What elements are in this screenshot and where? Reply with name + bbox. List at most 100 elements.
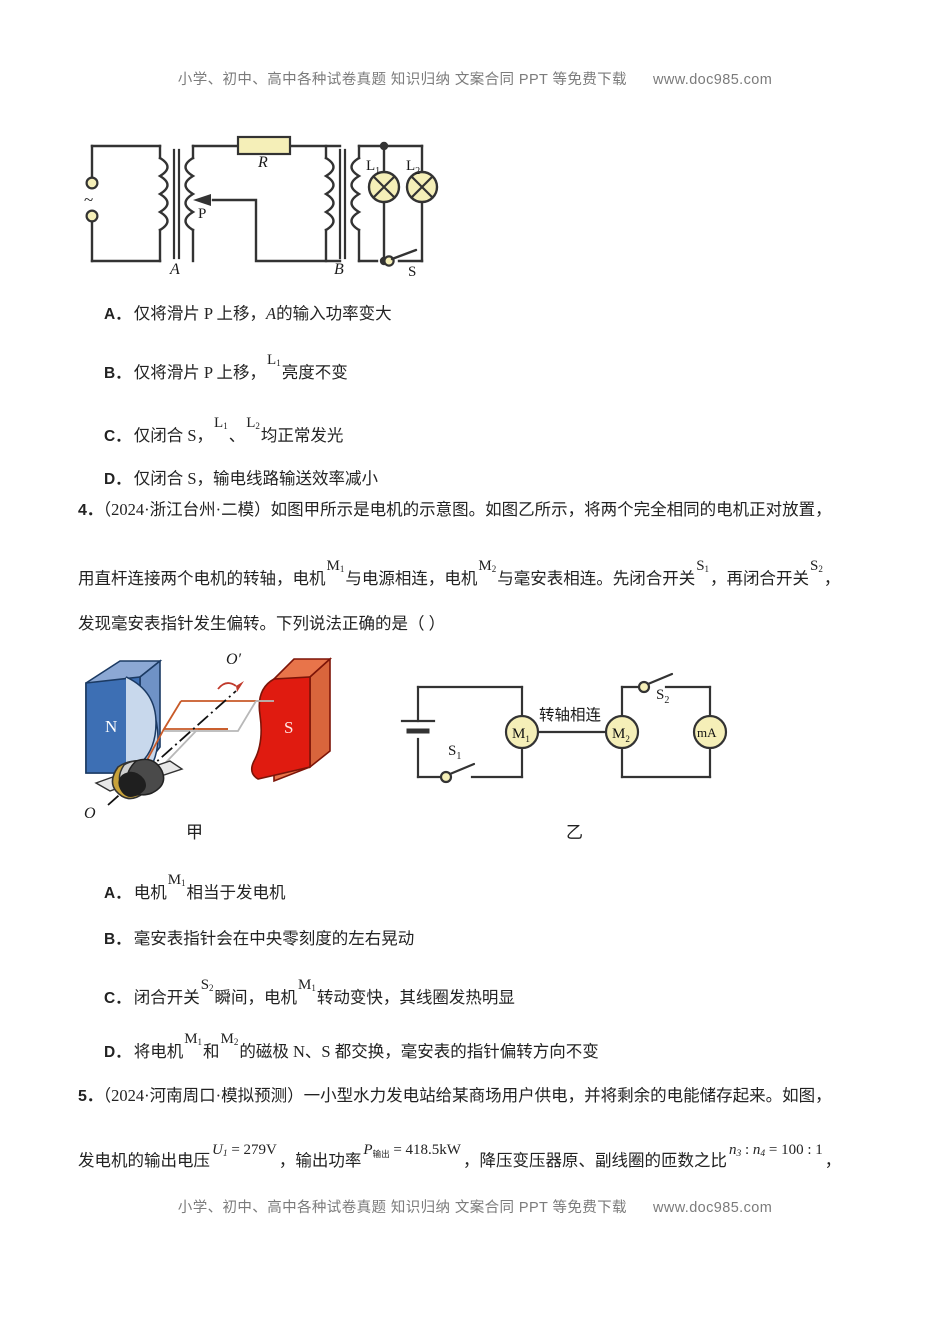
q4-option-a: A．电机M1相当于发电机 [104, 872, 286, 903]
q4-option-c-mid: 瞬间，电机 [214, 988, 298, 1007]
milliammeter-symbol: mA [692, 714, 728, 750]
q3-option-c-sup1: L1 [214, 415, 228, 431]
q3-option-b: B．仅将滑片 P 上移，L1亮度不变 [104, 352, 348, 383]
q3-option-b-pre: 仅将滑片 P 上移， [133, 363, 267, 382]
q4-option-b-pre: 毫安表指针会在中央零刻度的左右晃动 [133, 929, 415, 948]
q3-option-c-mid: 、 [228, 426, 246, 445]
figure-caption-yi: 乙 [566, 823, 583, 842]
q4-option-d-sup2: M2 [220, 1031, 239, 1047]
q4-option-c-sup2: M1 [298, 977, 316, 993]
q4-option-d-label: D． [104, 1044, 131, 1061]
q4-option-d-mid: 和 [203, 1042, 220, 1061]
q4-option-c-label: C． [104, 990, 131, 1007]
lamp-l2-label: L2 [406, 158, 421, 177]
motor-m2-symbol: M2 [604, 714, 640, 750]
q3-option-c-label: C． [104, 428, 131, 445]
milliammeter-text: mA [697, 725, 717, 740]
q5-line-1-text: （2024·河南周口·模拟预测）一小型水力发电站给某商场用户供电，并将剩余的电能… [102, 1086, 832, 1105]
transformer-circuit-figure: ~ A B R P L1 L2 S [78, 128, 439, 288]
q4-option-a-post: 相当于发电机 [186, 883, 286, 902]
q4-option-b: B．毫安表指针会在中央零刻度的左右晃动 [104, 925, 414, 949]
lamp-l2-symbol [405, 170, 439, 204]
q5-l2-c: ，降压变压器原、副线圈的匝数之比 [462, 1151, 727, 1170]
q5-l2-d: ， [824, 1151, 842, 1170]
q4-line-2: 用直杆连接两个电机的转轴，电机M1与电源相连，电机M2与毫安表相连。先闭合开关S… [78, 556, 878, 591]
ac-terminal-bottom [85, 209, 99, 223]
q3-option-a-mi: A [266, 304, 277, 323]
q4-option-b-label: B． [104, 931, 131, 948]
q4-option-a-sup: M1 [167, 872, 186, 888]
switch-s1-label: S1 [448, 743, 462, 762]
q4-l2-e: ， [823, 569, 841, 588]
q3-option-d: D．仅闭合 S，输电线路输送效率减小 [104, 465, 378, 489]
ac-source-label: ~ [84, 190, 94, 209]
magnet-north: N [85, 659, 163, 776]
watermark-text: 小学、初中、高中各种试卷真题 知识归纳 文案合同 PPT 等免费下载 [177, 72, 627, 88]
slider-arrow [193, 194, 211, 206]
footer-watermark-url: www.doc985.com [652, 1200, 773, 1216]
q3-option-b-post: 亮度不变 [281, 363, 348, 382]
footer-watermark: 小学、初中、高中各种试卷真题 知识归纳 文案合同 PPT 等免费下载 www.do… [0, 1196, 950, 1217]
q4-m1: M1 [326, 558, 345, 574]
q4-option-d-post: 的磁极 N、S 都交换，毫安表的指针偏转方向不变 [239, 1042, 599, 1061]
magnet-south: S [250, 657, 333, 783]
junction-dot-top [379, 141, 389, 151]
q5-number: 5． [78, 1088, 103, 1105]
q4-l2-b: 与电源相连，电机 [345, 569, 478, 588]
q3-option-c-post: 均正常发光 [260, 426, 344, 445]
q3-option-d-label: D． [104, 471, 131, 488]
q5-eq-power: P输出 = 418.5kW [363, 1142, 461, 1159]
q4-l2-c: 与毫安表相连。先闭合开关 [497, 569, 696, 588]
lamp-l1-symbol [367, 170, 401, 204]
q3-option-c-pre: 仅闭合 S， [133, 426, 214, 445]
q4-option-c-pre: 闭合开关 [133, 988, 200, 1007]
switch-s2-symbol [637, 672, 674, 694]
q5-l2-b: ，输出功率 [278, 1151, 362, 1170]
pole-s-text: S [284, 718, 293, 737]
q4-line-3-text: 发现毫安表指针发生偏转。下列说法正确的是（ ） [78, 614, 446, 633]
ac-terminal-top [85, 176, 99, 190]
q4-option-a-label: A． [104, 885, 131, 902]
q3-option-b-sup: L1 [267, 352, 281, 368]
axis-bottom-label: O [84, 805, 96, 822]
switch-s-symbol [383, 248, 418, 267]
resistor-label: R [258, 154, 268, 171]
motor-schematic-figure: N S [78, 651, 378, 830]
rotation-arrow [217, 681, 244, 692]
q4-s1: S1 [696, 558, 710, 574]
q4-option-c: C．闭合开关S2瞬间，电机M1转动变快，其线圈发热明显 [104, 977, 515, 1008]
shaft-connection-label: 转轴相连 [539, 707, 602, 724]
q5-eq-turns-ratio: n3 : n4 = 100 : 1 [728, 1142, 823, 1159]
commutator-assembly [94, 758, 184, 800]
q3-option-c: C．仅闭合 S，L1、L2均正常发光 [104, 415, 343, 446]
axis-top-label: O′ [226, 651, 242, 668]
q5-eq-voltage: U1 = 279V [212, 1142, 277, 1159]
q4-option-d-pre: 将电机 [133, 1042, 184, 1061]
q3-option-b-label: B． [104, 365, 131, 382]
q3-option-c-sup2: L2 [246, 415, 260, 431]
transformer-a-label: A [170, 261, 180, 278]
switch-s2-label: S2 [656, 687, 670, 706]
q4-option-d-sup1: M1 [184, 1031, 203, 1047]
q4-l2-a: 用直杆连接两个电机的转轴，电机 [78, 569, 326, 588]
q5-line-2: 发电机的输出电压U1 = 279V，输出功率P输出 = 418.5kW，降压变压… [78, 1140, 878, 1173]
q4-m2: M2 [478, 558, 497, 574]
switch-s1-symbol [439, 762, 476, 784]
q4-option-c-post: 转动变快，其线圈发热明显 [316, 988, 515, 1007]
figure-caption-jia: 甲 [186, 823, 203, 842]
q4-line-3: 发现毫安表指针发生偏转。下列说法正确的是（ ） [78, 612, 878, 636]
q4-option-a-pre: 电机 [133, 883, 167, 902]
q4-l2-d: ，再闭合开关 [710, 569, 810, 588]
motor-m1-symbol: M1 [504, 714, 540, 750]
q3-option-d-pre: 仅闭合 S，输电线路输送效率减小 [133, 469, 379, 488]
q4-line-1: 4．（2024·浙江台州·二模）如图甲所示是电机的示意图。如图乙所示，将两个完全… [78, 498, 878, 522]
lamp-l1-label: L1 [366, 158, 381, 177]
q4-number: 4． [78, 502, 103, 519]
footer-watermark-text: 小学、初中、高中各种试卷真题 知识归纳 文案合同 PPT 等免费下载 [177, 1200, 627, 1216]
q4-option-c-sup1: S2 [200, 977, 214, 993]
motor-generator-circuit-figure: M1 M2 mA S1 S2 转轴相连 [400, 665, 740, 825]
slider-p-label: P [198, 206, 207, 222]
q3-option-a: A．仅将滑片 P 上移，A的输入功率变大 [104, 300, 392, 324]
